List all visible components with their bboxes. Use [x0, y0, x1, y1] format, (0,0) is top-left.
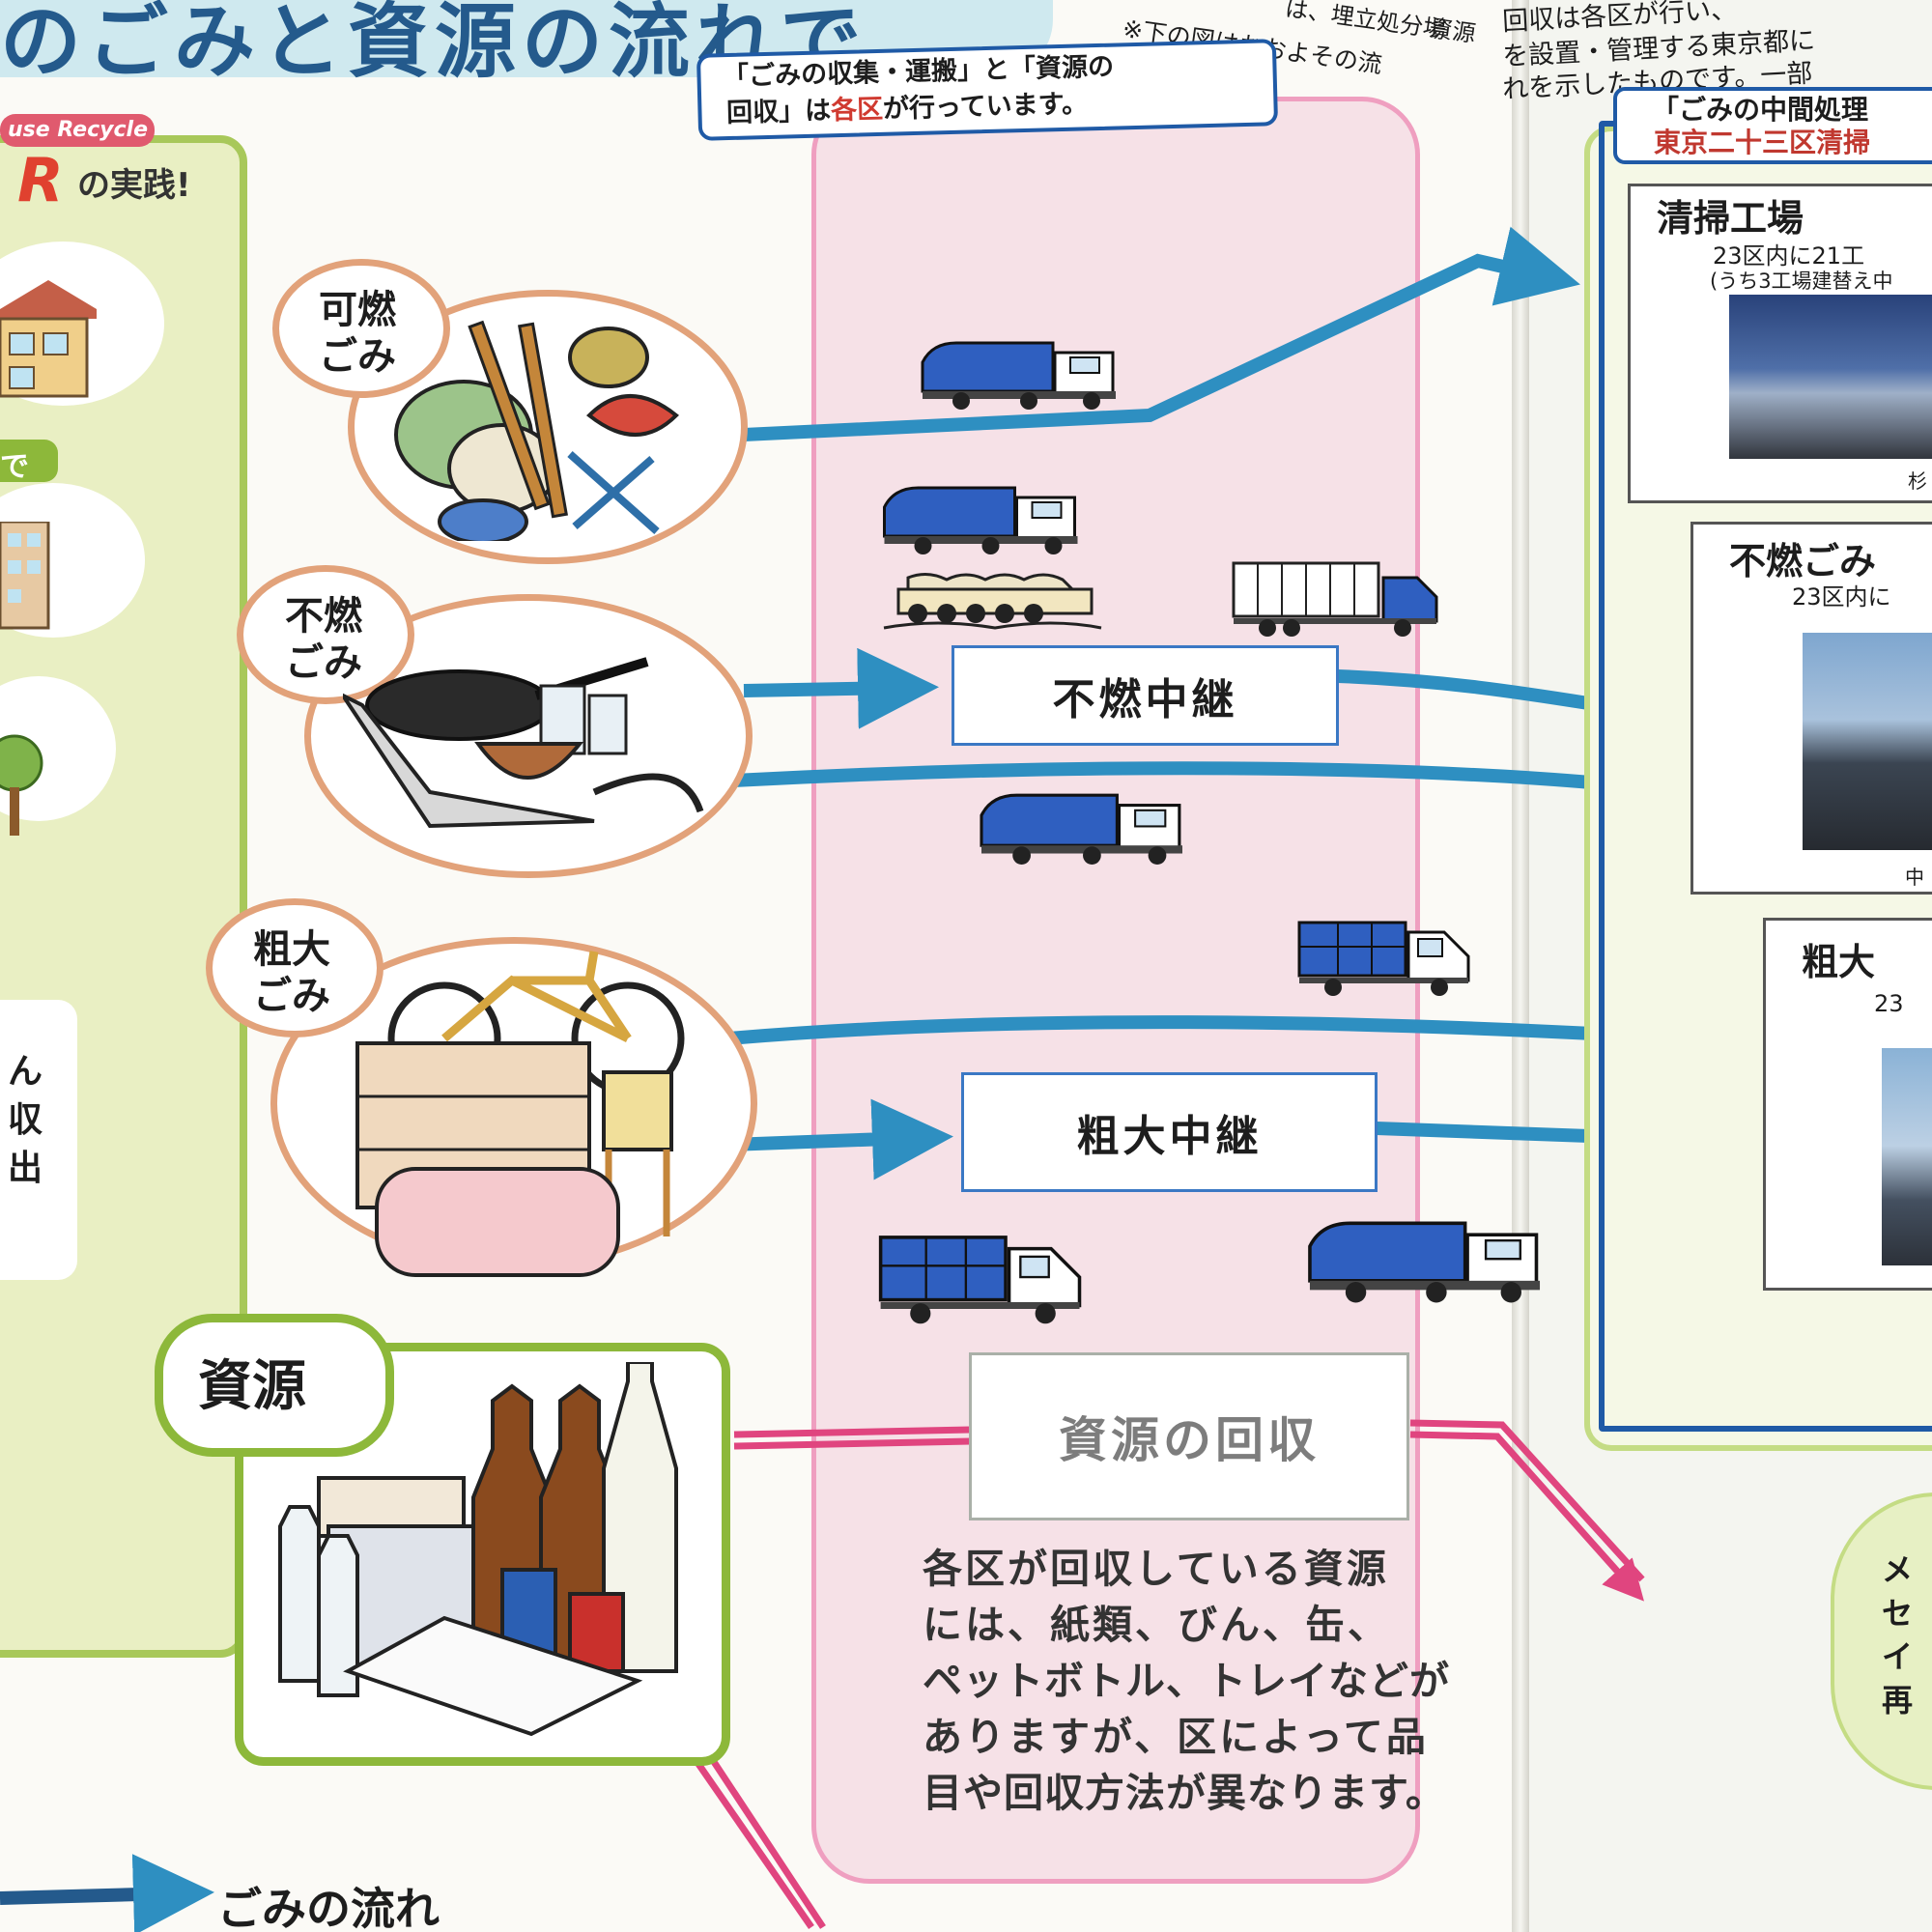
facility-incinerator-title: 清掃工場 [1657, 197, 1804, 240]
resource-text-line: には、紙類、びん、缶、 [923, 1602, 1390, 1648]
category-nonburnable-line2: ごみ [285, 640, 362, 685]
category-burnable-line1: 可燃 [319, 288, 396, 332]
resource-text-line: ありますが、区によって品 [923, 1714, 1429, 1760]
left-side-text-4: 出 [8, 1149, 43, 1188]
legend-arrow [0, 1854, 214, 1932]
resource-text-line: ペットボトル、トレイなどが [923, 1658, 1450, 1704]
garbage-truck-icon [883, 486, 1078, 554]
facility-bulky-photo [1882, 1048, 1932, 1265]
processing-banner-line2: 東京二十三区清掃 [1654, 127, 1871, 158]
processing-banner [1613, 87, 1932, 164]
tree-icon [0, 734, 43, 836]
garbage-truck-icon [980, 793, 1182, 865]
recycle-bubble-text-2: セ [1882, 1595, 1914, 1632]
recycle-bubble-text-4: 再 [1882, 1682, 1914, 1719]
resource-text-line: 各区が回収している資源 [923, 1546, 1389, 1592]
category-label-nonburnable [237, 565, 414, 704]
facility-incinerator-sub2: (うち3工場建替え中 [1710, 270, 1893, 293]
cargo-truck-icon [878, 1236, 1082, 1324]
resource-items-icon [278, 1362, 678, 1737]
facility-nonburnable-photo [1803, 633, 1932, 850]
left-text-card [0, 1000, 77, 1280]
category-label-burnable [272, 259, 450, 398]
relay-bulky: 粗大中継 [961, 1072, 1378, 1192]
left-panel-badge-text: use Recycle [8, 118, 148, 142]
left-side-tab [0, 440, 58, 482]
category-label-bulky [206, 898, 384, 1037]
burnable-garbage-icon [394, 320, 679, 541]
category-resource-label: 資源 [198, 1355, 306, 1418]
garbage-truck-icon [921, 341, 1116, 410]
legend-label: ごみの流れ [217, 1883, 440, 1932]
facility-nonburnable-caption: 中 [1905, 866, 1924, 889]
left-side-text-3: 収 [8, 1100, 43, 1140]
resource-explanation: 各区が回収している資源 には、紙類、びん、缶、 ペットボトル、トレイなどが あり… [923, 1541, 1579, 1821]
category-nonburnable-line1: 不燃 [285, 594, 362, 639]
category-bulky-line2: ごみ [253, 974, 330, 1018]
building-icon [0, 522, 50, 630]
relay-resource: 資源の回収 [969, 1352, 1409, 1520]
bulky-garbage-icon [355, 951, 685, 1277]
flow-resource [678, 1419, 1645, 1929]
facility-nonburnable-sub: 23区内に [1792, 583, 1891, 611]
facility-nonburnable-title: 不燃ごみ [1729, 540, 1877, 582]
cargo-truck-icon [1297, 921, 1470, 996]
barge-icon [883, 573, 1102, 630]
category-bulky-line1: 粗大 [253, 927, 330, 972]
facility-incinerator-caption: 杉 [1908, 469, 1927, 493]
left-side-text-2: ん [8, 1052, 43, 1092]
facility-bulky-title: 粗大 [1802, 941, 1876, 983]
recycle-bubble-text-1: メ [1882, 1551, 1914, 1588]
recycle-bubble-text-3: イ [1882, 1638, 1914, 1675]
facility-bulky-sub: 23 [1874, 990, 1904, 1017]
house-icon [0, 280, 97, 398]
processing-banner-line1: 「ごみの中間処理 [1652, 94, 1869, 126]
resource-text-line: 目や回収方法が異なります。 [923, 1770, 1446, 1816]
left-panel-heading: の実践! [77, 166, 191, 205]
resource-label-bubble [155, 1314, 394, 1457]
relay-nonburnable: 不燃中継 [952, 645, 1339, 746]
left-panel-badge [0, 114, 155, 147]
left-side-text-1: で [0, 450, 29, 484]
facility-incinerator-photo [1729, 295, 1932, 459]
category-burnable-line2: ごみ [319, 334, 396, 379]
left-panel-r: R [17, 145, 64, 215]
garbage-truck-icon [1308, 1221, 1541, 1303]
nonburnable-garbage-icon [343, 657, 704, 829]
trailer-truck-icon [1232, 561, 1438, 637]
flow-burnable [743, 226, 1580, 441]
facility-incinerator-sub1: 23区内に21工 [1713, 242, 1865, 270]
